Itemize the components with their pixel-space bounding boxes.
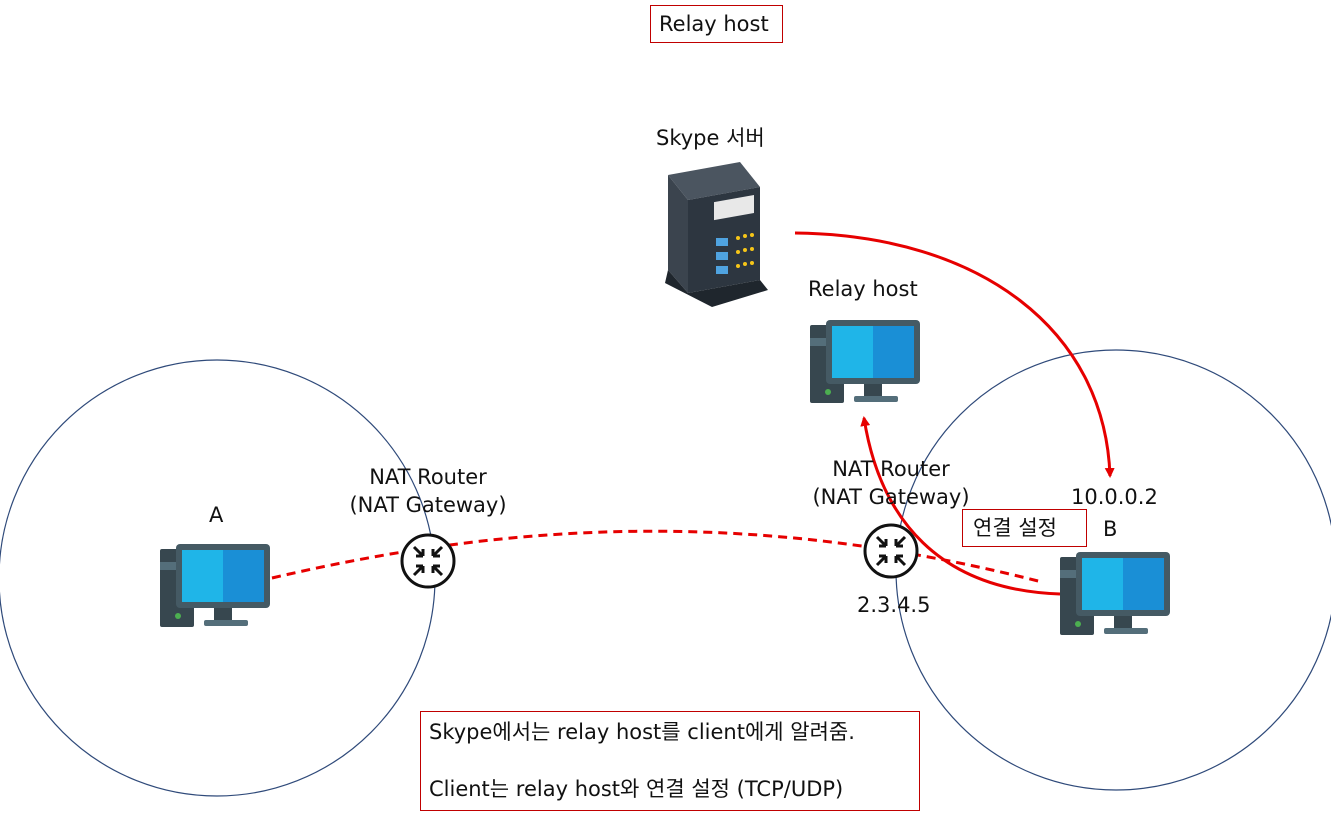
router-a-line1: NAT Router <box>369 465 487 489</box>
router-b-label: NAT Router (NAT Gateway) <box>800 455 982 511</box>
b-computer-icon <box>1060 552 1170 635</box>
relay-computer-icon <box>810 320 920 403</box>
note-line-2: Client는 relay host와 연결 설정 (TCP/UDP) <box>429 777 844 801</box>
b-to-relay-arrow <box>860 416 1061 596</box>
connection-label: 연결 설정 <box>973 516 1057 540</box>
router-a-label: NAT Router (NAT Gateway) <box>338 463 518 519</box>
connection-label-box: 연결 설정 <box>962 509 1087 547</box>
router-b-ip: 2.3.4.5 <box>857 593 931 617</box>
router-b-line2: (NAT Gateway) <box>812 485 970 509</box>
note-line-1: Skype에서는 relay host를 client에게 알려줌. <box>429 720 855 744</box>
title-box: Relay host <box>650 5 783 43</box>
server-rack-icon <box>665 162 768 307</box>
client-a-label: A <box>209 503 224 527</box>
router-b-icon <box>863 523 919 579</box>
a-to-b-dashed-line <box>271 529 1043 584</box>
server-label: Skype 서버 <box>656 126 765 150</box>
router-a-line2: (NAT Gateway) <box>349 493 507 517</box>
router-a-icon <box>400 533 456 589</box>
server-to-b-arrow <box>794 231 1115 478</box>
a-computer-icon <box>160 544 270 627</box>
relay-label: Relay host <box>808 277 918 301</box>
client-b-label: B <box>1103 517 1118 541</box>
title-label: Relay host <box>659 12 769 36</box>
client-b-ip: 10.0.0.2 <box>1071 485 1158 509</box>
notes-box: Skype에서는 relay host를 client에게 알려줌. Clien… <box>420 711 920 811</box>
router-b-line1: NAT Router <box>832 457 950 481</box>
